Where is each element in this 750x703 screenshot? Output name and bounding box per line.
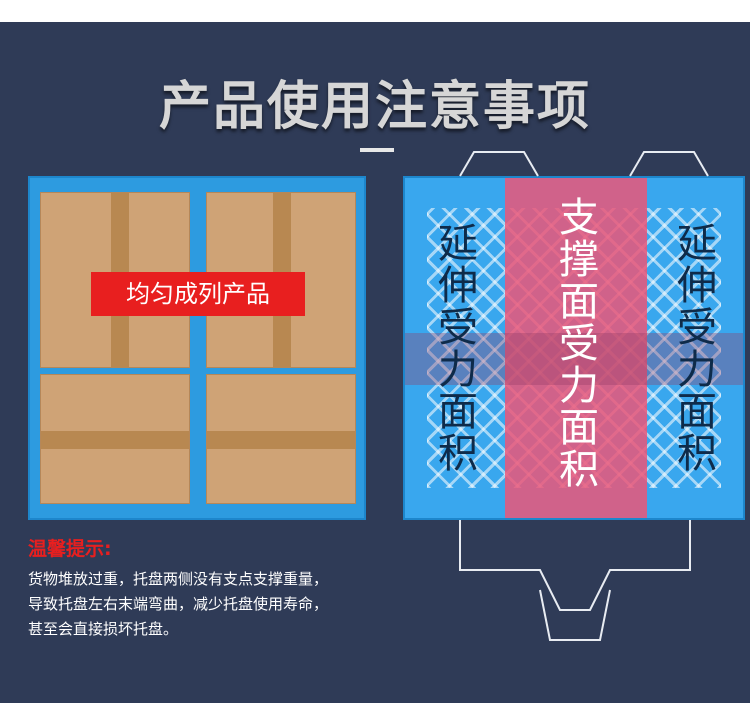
pallet-outline-icon (459, 151, 709, 641)
page-title: 产品使用注意事项 (158, 77, 591, 137)
carton-box-icon (206, 374, 356, 504)
tips-line: 导致托盘左右末端弯曲，减少托盘使用寿命， (28, 595, 329, 613)
left-pallet (28, 176, 366, 520)
tips-line: 甚至会直接损坏托盘。 (28, 620, 179, 638)
carton-tape (41, 431, 189, 449)
extended-force-area-right: 延伸受力面积 (670, 222, 716, 474)
tips-line: 货物堆放过重，托盘两侧没有支点支撑重量， (28, 570, 329, 588)
title-divider (360, 148, 394, 152)
support-force-area: 支撑面受力面积 (552, 196, 598, 490)
support-area (505, 178, 647, 518)
uniform-arrangement-label: 均匀成列产品 (91, 272, 305, 316)
carton-box-icon (40, 374, 190, 504)
right-pallet (403, 176, 745, 520)
carton-tape (207, 431, 355, 449)
tips-title: 温馨提示: (28, 538, 112, 560)
extended-force-area-left: 延伸受力面积 (431, 222, 477, 474)
support-cross-beam (405, 333, 743, 385)
